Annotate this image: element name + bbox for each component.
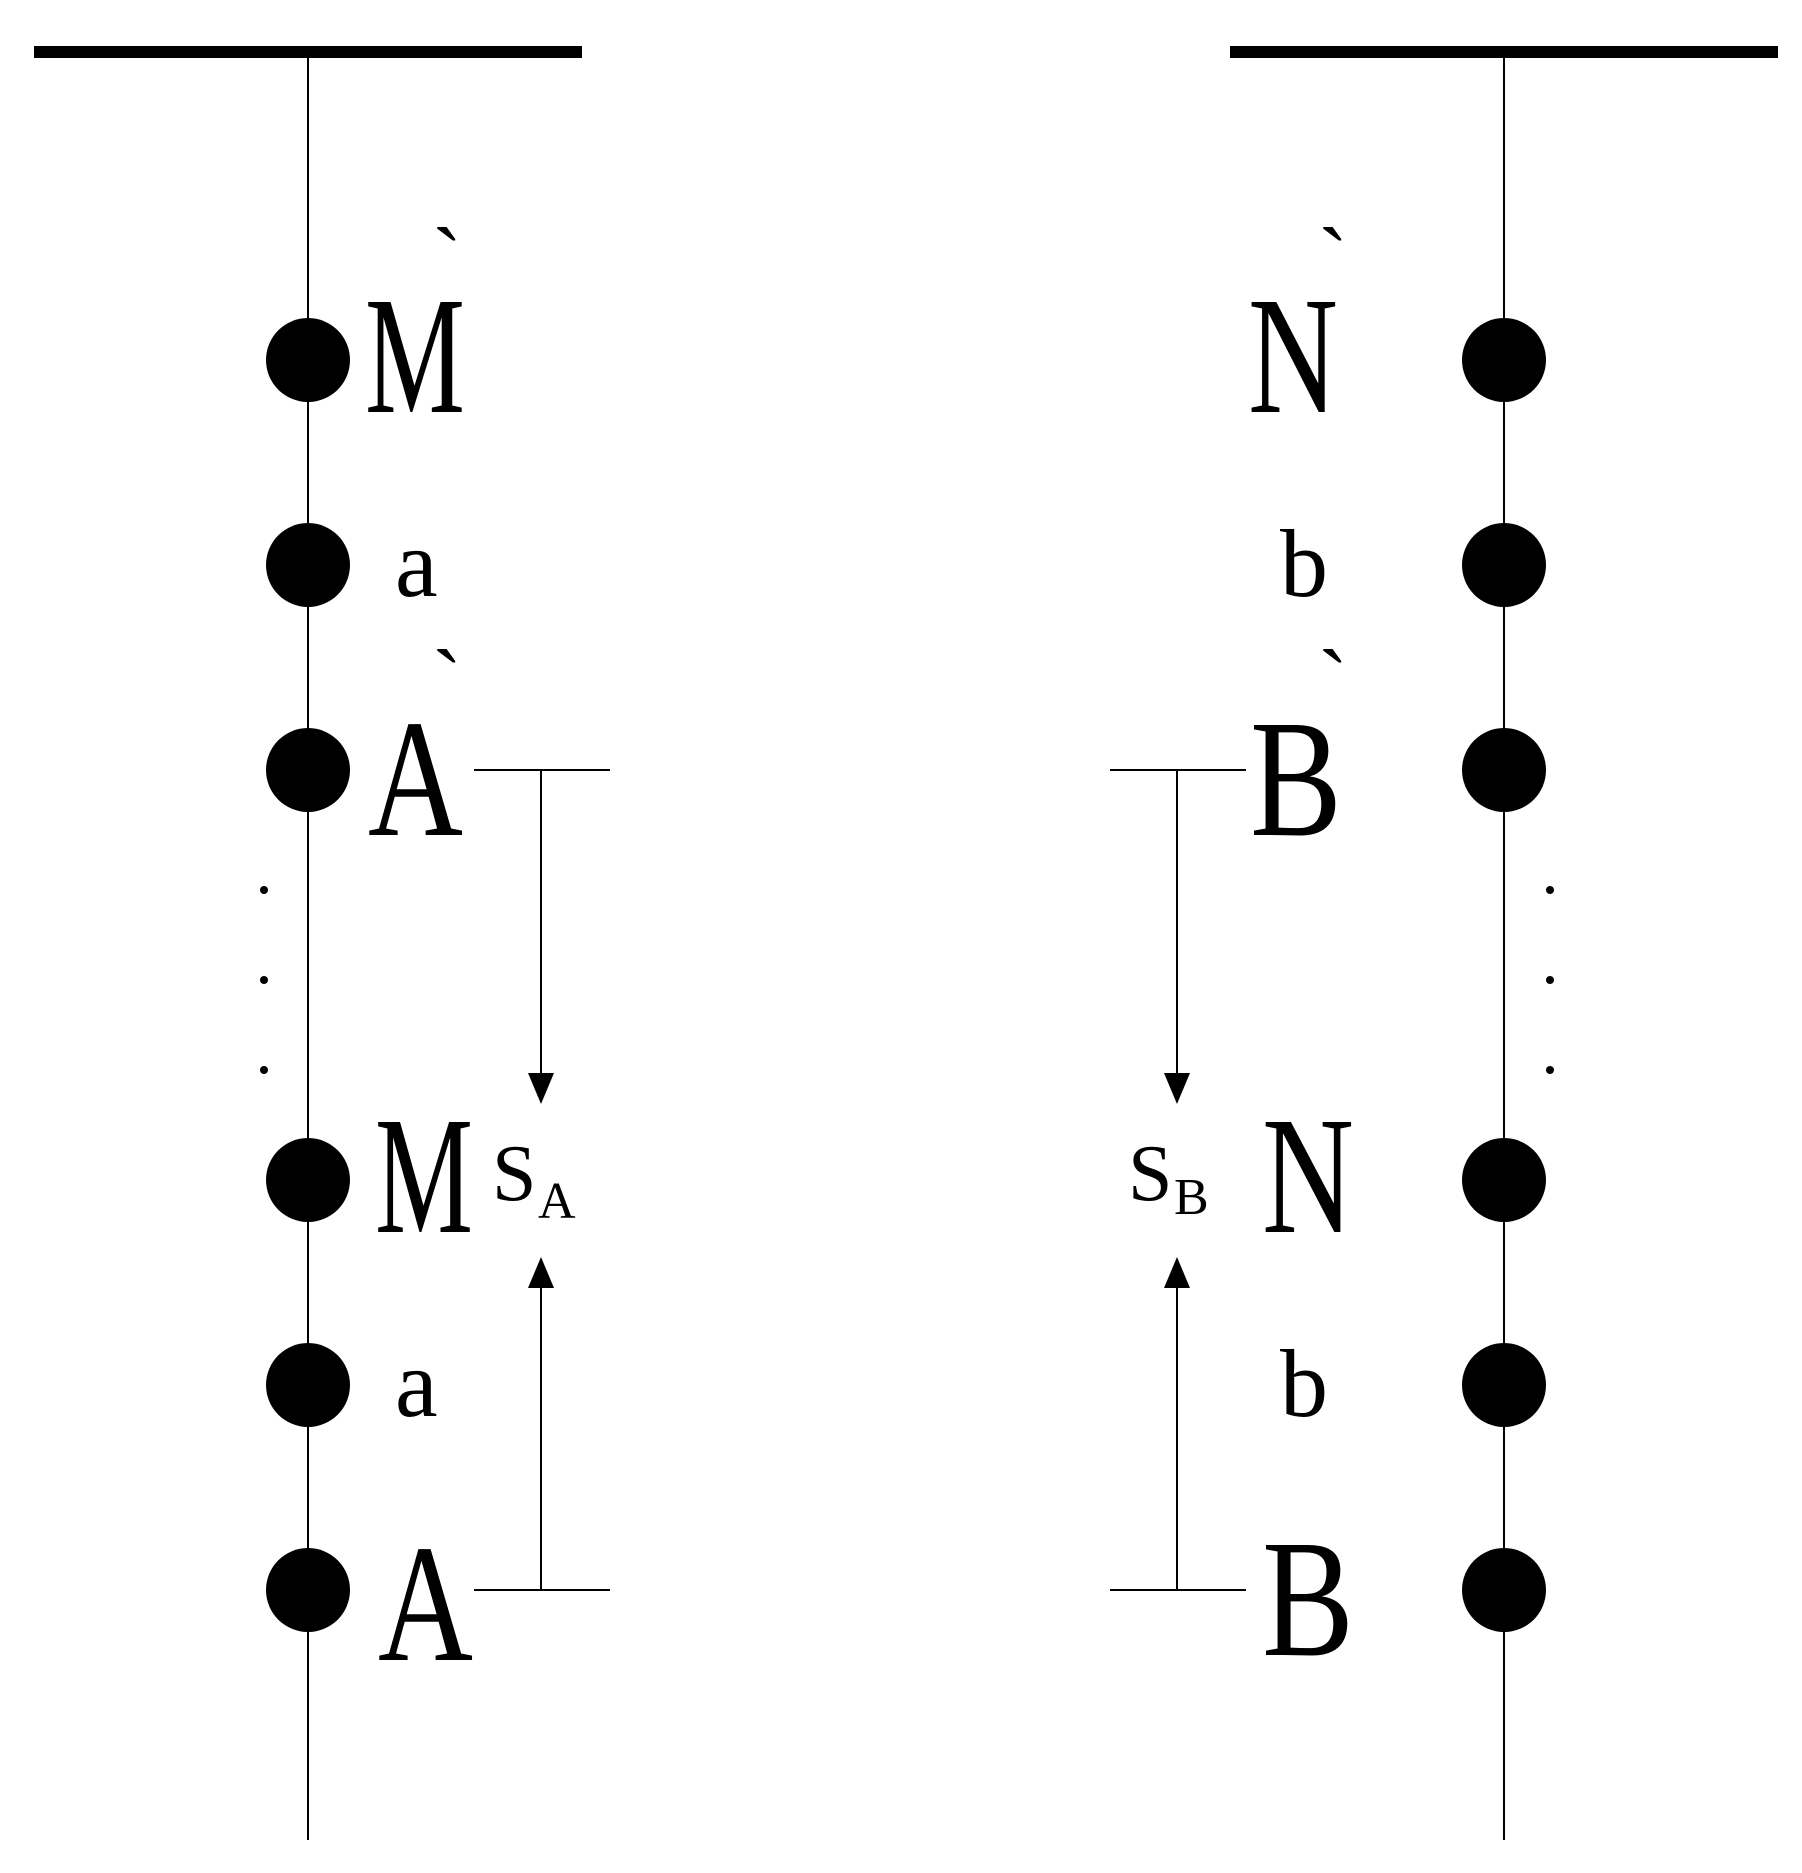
left-node-a-lower (266, 1343, 350, 1427)
label-a-lower: a (395, 1330, 438, 1437)
right-node-B-prime (1462, 728, 1546, 812)
prime-mark-m: ` (432, 211, 462, 310)
left-node-m-prime (266, 318, 350, 402)
label-M: M (375, 1083, 473, 1269)
left-node-A-prime (266, 728, 350, 812)
distance-label-SA: S (492, 1130, 537, 1218)
left-node-a-upper (266, 523, 350, 607)
left-arrowhead-down (528, 1073, 554, 1104)
left-node-A (266, 1548, 350, 1632)
right-node-n-prime (1462, 318, 1546, 402)
left-ellipsis-dot (260, 886, 268, 894)
distance-label-SB-subscript: B (1174, 1169, 1209, 1226)
right-arrowhead-up (1164, 1257, 1190, 1288)
label-A: A (378, 1511, 473, 1697)
label-m-prime: M (365, 263, 465, 449)
label-B-prime: B (1250, 686, 1342, 872)
label-N: N (1262, 1083, 1354, 1269)
prime-mark-n: ` (1318, 211, 1348, 310)
left-ellipsis-dot (260, 1066, 268, 1074)
label-a-upper: a (395, 510, 438, 617)
left-arrowhead-up (528, 1257, 554, 1288)
label-b-upper: b (1280, 510, 1328, 617)
distance-label-SA-subscript: A (538, 1173, 576, 1230)
label-A-prime: A (368, 686, 463, 872)
left-node-M (266, 1138, 350, 1222)
right-node-b-upper (1462, 523, 1546, 607)
right-ellipsis-dot (1546, 1066, 1554, 1074)
prime-mark-B: ` (1318, 633, 1348, 732)
right-arrowhead-down (1164, 1073, 1190, 1104)
right-ellipsis-dot (1546, 886, 1554, 894)
right-node-B (1462, 1548, 1546, 1632)
right-ellipsis-dot (1546, 976, 1554, 984)
left-ellipsis-dot (260, 976, 268, 984)
prime-mark-A: ` (432, 633, 462, 732)
distance-label-SB: S (1128, 1130, 1173, 1218)
right-node-b-lower (1462, 1343, 1546, 1427)
label-B: B (1262, 1506, 1354, 1692)
label-n-prime: N (1248, 263, 1338, 449)
label-b-lower: b (1280, 1330, 1328, 1437)
right-node-N (1462, 1138, 1546, 1222)
